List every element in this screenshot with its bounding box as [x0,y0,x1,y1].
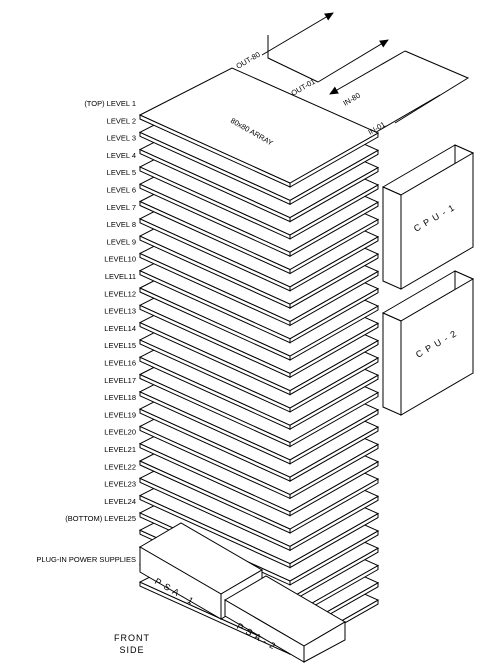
cpu-2-box [381,270,475,416]
level-label: LEVEL21 [104,445,136,454]
in-80-arrow [329,50,406,95]
out-80-arrow [261,12,334,56]
level-label: LEVEL19 [104,410,136,419]
level-label: LEVEL10 [104,255,136,264]
level-label: LEVEL16 [104,359,136,368]
level-label: LEVEL 7 [107,203,136,212]
level-label: LEVEL13 [104,307,136,316]
level-label: LEVEL17 [104,376,136,385]
level-label: LEVEL20 [104,428,136,437]
level-plate [138,67,380,188]
level-label: (BOTTOM) LEVEL25 [65,514,136,523]
front-label: FRONT [114,633,150,643]
out-01-arrow [317,39,389,83]
level-label: LEVEL23 [104,480,136,489]
level-label: LEVEL 8 [107,220,136,229]
psa-2-box [224,575,346,663]
level-label: LEVEL 9 [107,237,136,246]
signal-paths [261,12,470,139]
in-01-arrow [365,94,441,139]
plate-top-face [138,67,380,184]
out-01-label: OUT-01 [290,77,317,98]
level-label-column: (TOP) LEVEL 1 LEVEL 2 LEVEL 3 LEVEL 4 LEVEL … [65,99,136,523]
level-label: (TOP) LEVEL 1 [84,99,136,108]
level-label: LEVEL12 [104,289,136,298]
side-label: SIDE [119,645,144,655]
out-01-path [267,35,319,83]
level-label: LEVEL 6 [107,186,136,195]
level-label: LEVEL18 [104,393,136,402]
out-80-label: OUT-80 [235,50,262,71]
level-label: LEVEL 3 [107,134,136,143]
plug-in-power-supplies-label: PLUG-IN POWER SUPPLIES [36,555,136,564]
level-label: LEVEL 2 [107,116,136,125]
level-label: LEVEL 4 [107,151,136,160]
cpu-1-box [381,144,475,290]
in-loop-path [394,50,470,124]
level-label: LEVEL22 [104,462,136,471]
in-80-label: IN-80 [342,91,362,108]
level-label: LEVEL15 [104,341,136,350]
level-label: LEVEL 5 [107,168,136,177]
level-label: LEVEL24 [104,497,136,506]
level-label: LEVEL11 [105,272,136,281]
level-label: LEVEL14 [104,324,136,333]
